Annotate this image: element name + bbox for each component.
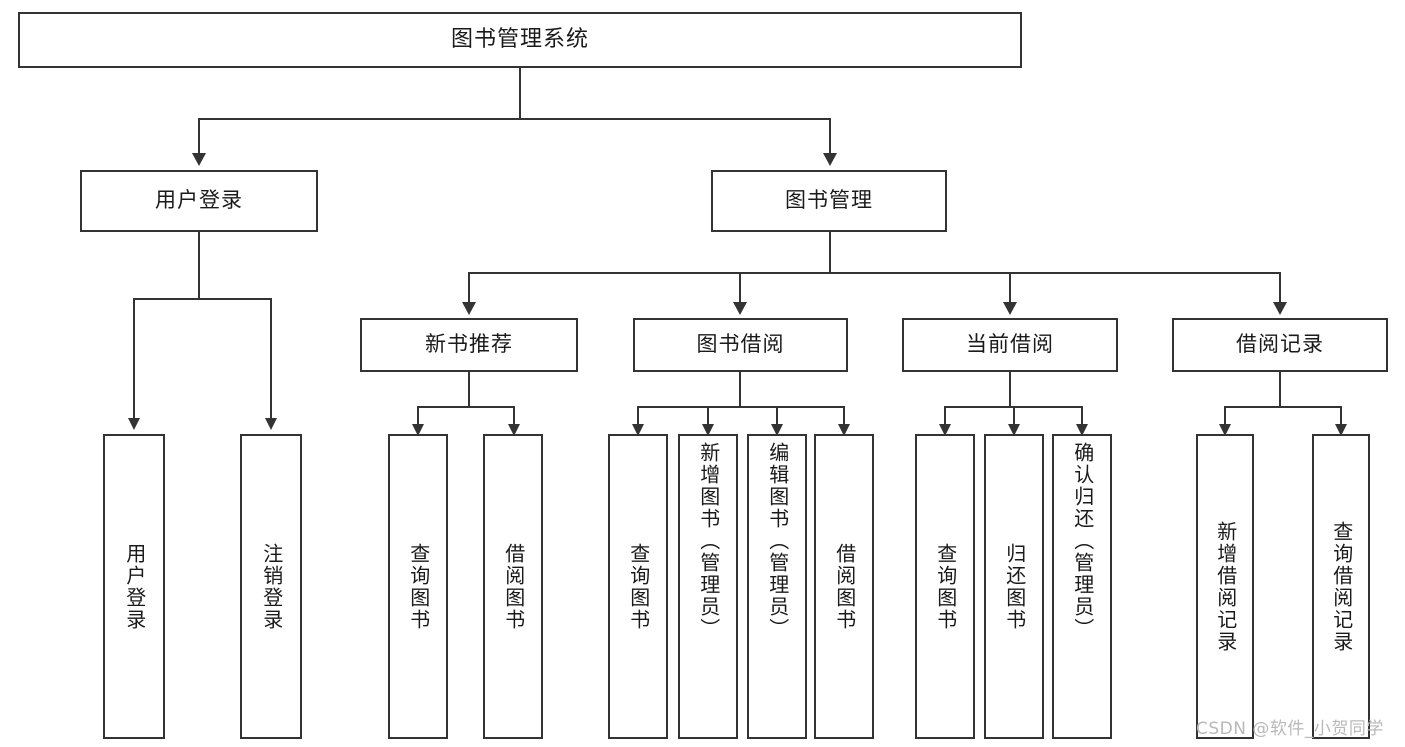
edge-level2-bus (198, 118, 830, 120)
arrowhead-leaf-bb-query (632, 424, 644, 436)
edge-to-user-login (198, 118, 200, 156)
edge-to-leaf-br-query (1340, 406, 1342, 426)
node-label: 图书借阅 (696, 332, 785, 357)
arrowhead-book-borrow (733, 302, 747, 315)
edge-current-borrow-bus (944, 406, 1081, 408)
edge-to-book-manage (829, 118, 831, 156)
arrowhead-leaf-br-add (1219, 424, 1231, 436)
edge-to-leaf-bb-query (637, 406, 639, 426)
edge-to-leaf-cb-query (944, 406, 946, 426)
arrowhead-leaf-nb-query (412, 424, 424, 436)
arrowhead-leaf-bb-borrow (838, 424, 850, 436)
edge-to-leaf-bb-edit (776, 406, 778, 426)
node-book-borrow[interactable]: 图书借阅 (633, 318, 848, 372)
node-label: 确认归还（管理员） (1070, 442, 1095, 640)
node-borrow-record[interactable]: 借阅记录 (1172, 318, 1388, 372)
arrowhead-current-borrow (1003, 302, 1017, 315)
node-label: 查询借阅记录 (1329, 520, 1354, 653)
arrowhead-leaf-bb-edit (771, 424, 783, 436)
node-label: 查询图书 (933, 542, 958, 631)
node-label: 借阅图书 (501, 542, 526, 631)
edge-to-new-book (468, 272, 470, 304)
arrowhead-leaf-user-login (128, 418, 140, 430)
arrowhead-leaf-br-query (1335, 424, 1347, 436)
edge-user-login-bus (133, 298, 271, 300)
arrowhead-leaf-nb-borrow (508, 424, 520, 436)
leaf-bb-edit-book[interactable]: 编辑图书（管理员） (747, 434, 807, 739)
edge-to-leaf-bb-borrow (843, 406, 845, 426)
node-label: 查询图书 (626, 542, 651, 631)
leaf-cb-query-book[interactable]: 查询图书 (915, 434, 975, 739)
arrowhead-leaf-bb-add (702, 424, 714, 436)
edge-borrow-record-stem (1279, 372, 1281, 408)
node-label: 图书管理 (785, 188, 873, 213)
node-root-system[interactable]: 图书管理系统 (18, 12, 1022, 68)
node-new-book-recommend[interactable]: 新书推荐 (360, 318, 578, 372)
node-label: 借阅记录 (1236, 332, 1324, 357)
edge-to-leaf-cb-return (1013, 406, 1015, 426)
leaf-user-login[interactable]: 用户登录 (103, 434, 165, 739)
node-label: 新书推荐 (425, 332, 513, 357)
node-current-borrow[interactable]: 当前借阅 (902, 318, 1118, 372)
leaf-cb-return-book[interactable]: 归还图书 (984, 434, 1044, 739)
arrowhead-borrow-record (1273, 302, 1287, 315)
edge-to-leaf-user-login (133, 298, 135, 420)
arrowhead-leaf-cb-query (939, 424, 951, 436)
edge-to-leaf-nb-query (417, 406, 419, 426)
edge-to-leaf-logout (270, 298, 272, 420)
edge-book-borrow-stem (739, 372, 741, 408)
edge-borrow-record-bus (1224, 406, 1341, 408)
edge-current-borrow-stem (1009, 372, 1011, 408)
leaf-nb-query-book[interactable]: 查询图书 (388, 434, 448, 739)
edge-root-stem (519, 68, 521, 118)
node-label: 注销登录 (259, 542, 284, 631)
node-user-login[interactable]: 用户登录 (80, 170, 318, 232)
edge-book-manage-stem (829, 232, 831, 272)
arrowhead-new-book (462, 302, 476, 315)
node-label: 用户登录 (155, 188, 243, 213)
node-label: 编辑图书（管理员） (765, 442, 790, 640)
node-label: 查询图书 (406, 542, 431, 631)
node-label: 新增图书（管理员） (696, 442, 721, 640)
edge-to-leaf-bb-add (707, 406, 709, 426)
node-label: 新增借阅记录 (1213, 520, 1238, 653)
leaf-nb-borrow-book[interactable]: 借阅图书 (483, 434, 543, 739)
node-label: 借阅图书 (832, 542, 857, 631)
edge-level3-bus (468, 272, 1281, 274)
leaf-bb-query-book[interactable]: 查询图书 (608, 434, 668, 739)
edge-to-borrow-record (1279, 272, 1281, 304)
node-label: 当前借阅 (966, 332, 1054, 357)
leaf-br-add-record[interactable]: 新增借阅记录 (1196, 434, 1254, 739)
edge-new-book-bus (417, 406, 514, 408)
node-book-manage[interactable]: 图书管理 (711, 170, 947, 232)
edge-new-book-stem (468, 372, 470, 408)
leaf-bb-borrow-book[interactable]: 借阅图书 (814, 434, 874, 739)
watermark-text: CSDN @软件_小贺同学 (1196, 719, 1384, 739)
arrowhead-user-login (192, 153, 206, 166)
edge-to-current-borrow (1009, 272, 1011, 304)
arrowhead-leaf-cb-return (1008, 424, 1020, 436)
leaf-br-query-record[interactable]: 查询借阅记录 (1312, 434, 1370, 739)
edge-to-book-borrow (739, 272, 741, 304)
leaf-bb-add-book[interactable]: 新增图书（管理员） (678, 434, 738, 739)
leaf-logout[interactable]: 注销登录 (240, 434, 302, 739)
edge-to-leaf-br-add (1224, 406, 1226, 426)
edge-to-leaf-nb-borrow (513, 406, 515, 426)
node-label: 图书管理系统 (450, 26, 589, 52)
node-label: 归还图书 (1002, 542, 1027, 631)
arrowhead-leaf-logout (265, 418, 277, 430)
edge-user-login-stem (198, 232, 200, 298)
arrowhead-leaf-cb-confirm (1076, 424, 1088, 436)
leaf-cb-confirm-return[interactable]: 确认归还（管理员） (1052, 434, 1112, 739)
arrowhead-book-manage (823, 153, 837, 166)
node-label: 用户登录 (122, 542, 147, 631)
edge-book-borrow-bus (637, 406, 845, 408)
edge-to-leaf-cb-confirm (1081, 406, 1083, 426)
